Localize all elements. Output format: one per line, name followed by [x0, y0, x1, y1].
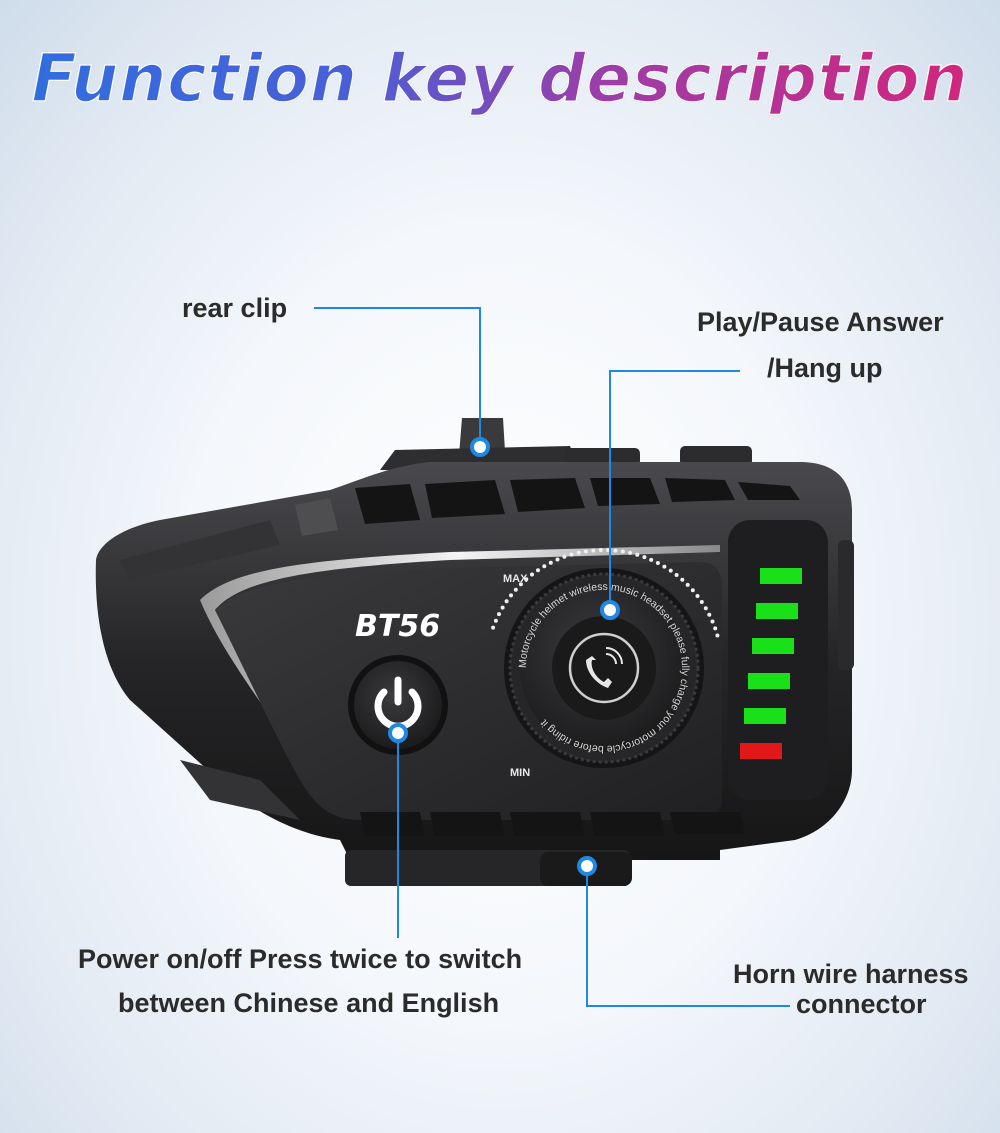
model-label: BT56 — [355, 609, 440, 644]
volume-dot — [542, 564, 547, 569]
dial-min-label: MIN — [510, 767, 530, 779]
volume-dot — [591, 548, 596, 553]
volume-dot — [707, 612, 712, 617]
volume-dot — [715, 633, 720, 638]
battery-led-green — [744, 708, 786, 724]
volume-dot — [642, 555, 647, 560]
volume-dots — [491, 548, 720, 638]
rear-clip-label: rear clip — [182, 293, 288, 323]
play-pause-marker — [600, 600, 620, 620]
volume-dot — [518, 582, 523, 587]
volume-dot — [662, 564, 667, 569]
top-button-left[interactable] — [565, 448, 640, 466]
callout-lines — [314, 307, 790, 1007]
power-label-line2: between Chinese and English — [118, 988, 500, 1018]
volume-dot — [598, 548, 603, 552]
horn-line — [586, 866, 790, 1007]
volume-dot — [555, 557, 560, 562]
volume-dot — [635, 552, 640, 557]
top-vents — [355, 478, 800, 524]
phone-ring-icon — [586, 647, 623, 688]
lower-vent — [180, 760, 300, 820]
volume-dot — [497, 612, 501, 617]
volume-dot — [569, 552, 574, 557]
bottom-vents — [360, 812, 745, 836]
volume-dot — [509, 593, 513, 598]
volume-dot — [710, 619, 715, 624]
volume-dot — [699, 600, 704, 604]
rear-clip-line — [314, 307, 481, 440]
dial-max-label: MAX — [503, 573, 528, 585]
volume-dot — [530, 572, 534, 577]
battery-led-red — [740, 743, 782, 759]
led-housing — [728, 520, 828, 800]
horn-marker — [577, 856, 597, 876]
volume-dot — [613, 548, 618, 553]
volume-dot — [668, 568, 673, 573]
volume-dot — [655, 561, 660, 565]
top-button-right[interactable] — [680, 446, 752, 466]
battery-led-bars — [740, 568, 802, 759]
volume-dot — [628, 550, 633, 555]
battery-led-green — [752, 638, 794, 654]
volume-dot — [674, 573, 679, 577]
play-pause-knob[interactable]: Motorcycle helmet wireless music headset… — [504, 568, 704, 768]
power-label-line1: Power on/off Press twice to switch — [78, 944, 523, 974]
horn-label-line1: Horn wire harness — [733, 959, 969, 989]
power-marker — [388, 723, 408, 743]
volume-dot — [548, 560, 553, 565]
volume-dot — [695, 594, 700, 598]
battery-led-green — [748, 673, 790, 689]
left-vent — [120, 520, 280, 580]
side-button[interactable] — [295, 498, 338, 536]
battery-led-green — [760, 568, 802, 584]
play-pause-line — [609, 370, 740, 602]
volume-dot — [713, 626, 718, 631]
page-title: Function key description — [0, 39, 1000, 118]
volume-dot — [491, 625, 496, 630]
volume-dot — [524, 577, 529, 582]
volume-dot — [620, 549, 625, 554]
volume-dot — [685, 582, 690, 587]
volume-dot — [576, 550, 581, 555]
volume-dot — [703, 606, 708, 611]
rear-clip-marker — [470, 437, 490, 457]
volume-dot — [690, 588, 695, 593]
volume-dot — [536, 568, 540, 573]
volume-dot — [649, 557, 654, 562]
volume-dot — [583, 549, 588, 554]
play-pause-label-line1: Play/Pause Answer — [697, 307, 944, 337]
callout-markers — [388, 437, 620, 876]
horn-label-line2: connector — [796, 989, 927, 1019]
volume-dot — [500, 605, 505, 610]
volume-dot — [493, 618, 498, 623]
battery-led-green — [756, 603, 798, 619]
side-port — [838, 540, 854, 670]
volume-dot — [504, 599, 509, 604]
volume-dot — [513, 587, 518, 592]
volume-dot — [680, 577, 685, 582]
play-pause-label-line2: /Hang up — [767, 353, 883, 383]
volume-dot — [562, 554, 567, 559]
